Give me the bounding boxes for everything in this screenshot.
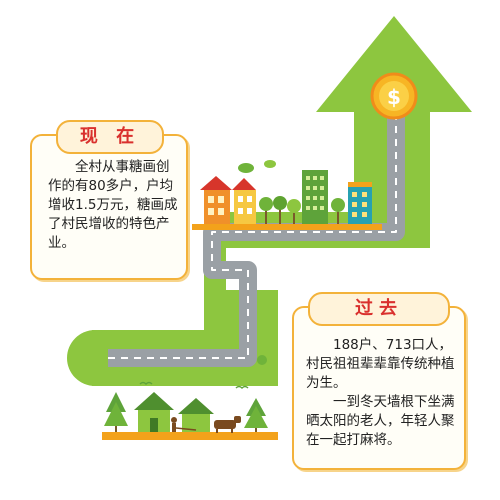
past-title: 过去 [308, 292, 450, 326]
now-body-text: 全村从事糖画创作的有80多户，户均增收1.5万元，糖画成了村民增收的特色产业。 [48, 159, 178, 251]
svg-text:$: $ [387, 85, 401, 109]
now-body: 全村从事糖画创作的有80多户，户均增收1.5万元，糖画成了村民增收的特色产业。 [48, 158, 180, 253]
arrow-tail [67, 330, 123, 386]
past-body: 188户、713口人，村民祖祖辈辈靠传统种植为生。 一到冬天墙根下坐满晒太阳的老… [306, 336, 456, 450]
past-paragraph-1: 188户、713口人，村民祖祖辈辈靠传统种植为生。 [306, 337, 455, 391]
modern-village [192, 160, 382, 230]
now-card [30, 134, 188, 280]
now-title: 现 在 [56, 120, 164, 154]
past-paragraph-2: 一到冬天墙根下坐满晒太阳的老人，年轻人聚在一起打麻将。 [306, 394, 455, 448]
old-village [102, 381, 278, 440]
past-card [292, 306, 466, 470]
dollar-coin-icon: $ [370, 72, 418, 120]
road-center-line [108, 112, 397, 359]
sprout-dot [257, 355, 267, 365]
